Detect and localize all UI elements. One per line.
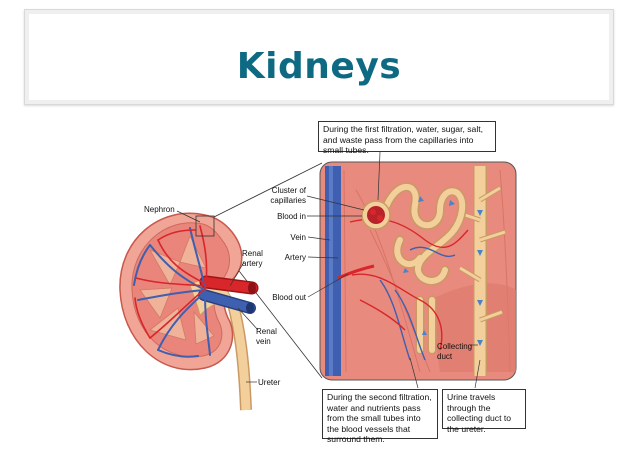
- urine-travels-callout: Urine travels through the collecting duc…: [442, 389, 526, 434]
- ureter-label: Ureter: [258, 378, 281, 387]
- artery-label: Artery: [284, 253, 306, 262]
- collecting-duct-label: Collecting duct: [437, 342, 473, 361]
- cluster-of-capillaries-label: Cluster of capillaries: [270, 186, 306, 205]
- zoom-line-top: [211, 162, 323, 219]
- nephron-detail: [319, 161, 517, 381]
- first-filtration-callout: During the first filtration, water, suga…: [318, 121, 496, 155]
- kidney-illustration: [119, 212, 259, 411]
- nephron-label: Nephron: [144, 205, 175, 214]
- blood-in-label: Blood in: [277, 212, 306, 221]
- zoom-box: [195, 215, 215, 237]
- page-title: Kidneys: [236, 46, 402, 87]
- renal-vein-label: Renal vein: [256, 327, 277, 346]
- second-filtration-callout: During the second filtration, water and …: [322, 389, 438, 444]
- title-banner: Kidneys: [24, 9, 614, 105]
- vein-label: Vein: [290, 233, 306, 242]
- blood-out-label: Blood out: [272, 293, 306, 302]
- renal-artery-label: Renal artery: [242, 249, 263, 268]
